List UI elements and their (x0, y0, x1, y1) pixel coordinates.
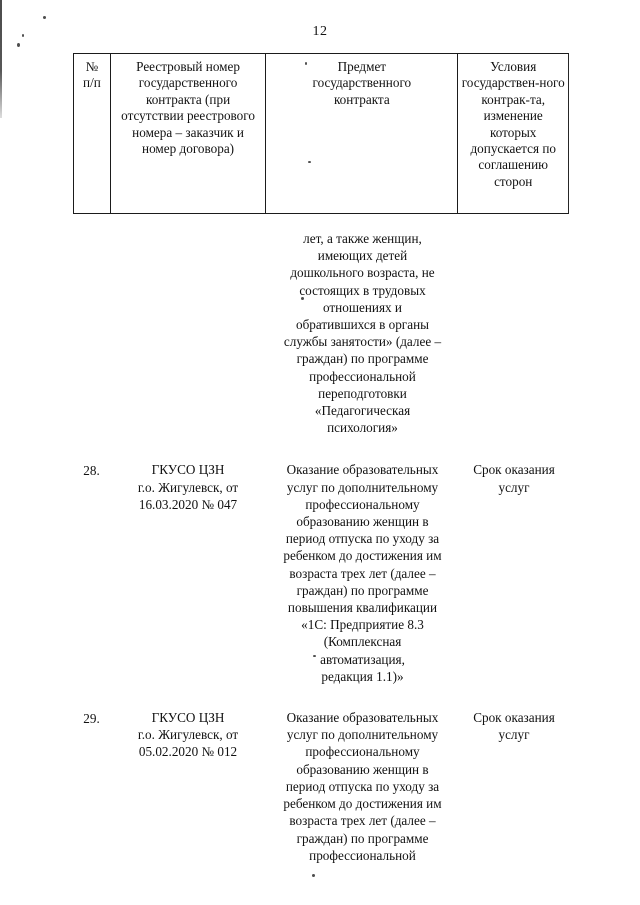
row-conditions: Срок оказания услуг (473, 462, 555, 495)
row-number: 29. (83, 711, 100, 727)
table-header-row: № п/п Реестровый номер государственного … (73, 53, 569, 214)
row-spacer (73, 214, 569, 230)
row-subject: Оказание образовательных услуг по дополн… (283, 710, 442, 863)
column-header-number: № п/п (74, 54, 111, 213)
column-header-conditions: Условия государствен-ного контрак-та, из… (461, 59, 565, 189)
scan-speck-artifact (312, 874, 315, 877)
contracts-table: № п/п Реестровый номер государственного … (73, 53, 569, 864)
table-row: лет, а также женщин, имеющих детей дошко… (73, 230, 569, 436)
table-row: 29. ГКУСО ЦЗН г.о. Жигулевск, от 05.02.2… (73, 709, 569, 864)
row-number: 28. (83, 463, 100, 479)
row-number (73, 230, 110, 231)
row-registry-number: ГКУСО ЦЗН г.о. Жигулевск, от 05.02.2020 … (137, 710, 239, 760)
scan-speck-artifact (43, 16, 46, 19)
scan-speck-artifact (301, 297, 304, 300)
scan-speck-artifact (17, 43, 20, 47)
row-conditions: Срок оказания услуг (473, 710, 555, 743)
page-number: 12 (312, 24, 328, 39)
scan-speck-artifact (305, 62, 307, 65)
scan-edge-artifact (0, 0, 2, 118)
column-header-registry-number: Реестровый номер государственного контра… (111, 54, 267, 213)
row-subject: Оказание образовательных услуг по дополн… (283, 462, 442, 684)
scan-speck-artifact (313, 655, 316, 657)
row-subject: лет, а также женщин, имеющих детей дошко… (283, 231, 442, 436)
row-spacer (73, 685, 569, 709)
column-header-subject: Предмет государственного контракта (266, 54, 459, 213)
scan-speck-artifact (308, 161, 311, 163)
row-registry-number: ГКУСО ЦЗН г.о. Жигулевск, от 16.03.2020 … (137, 462, 239, 512)
row-spacer (73, 436, 569, 461)
scan-speck-artifact (22, 34, 24, 37)
table-row: 28. ГКУСО ЦЗН г.о. Жигулевск, от 16.03.2… (73, 461, 569, 685)
